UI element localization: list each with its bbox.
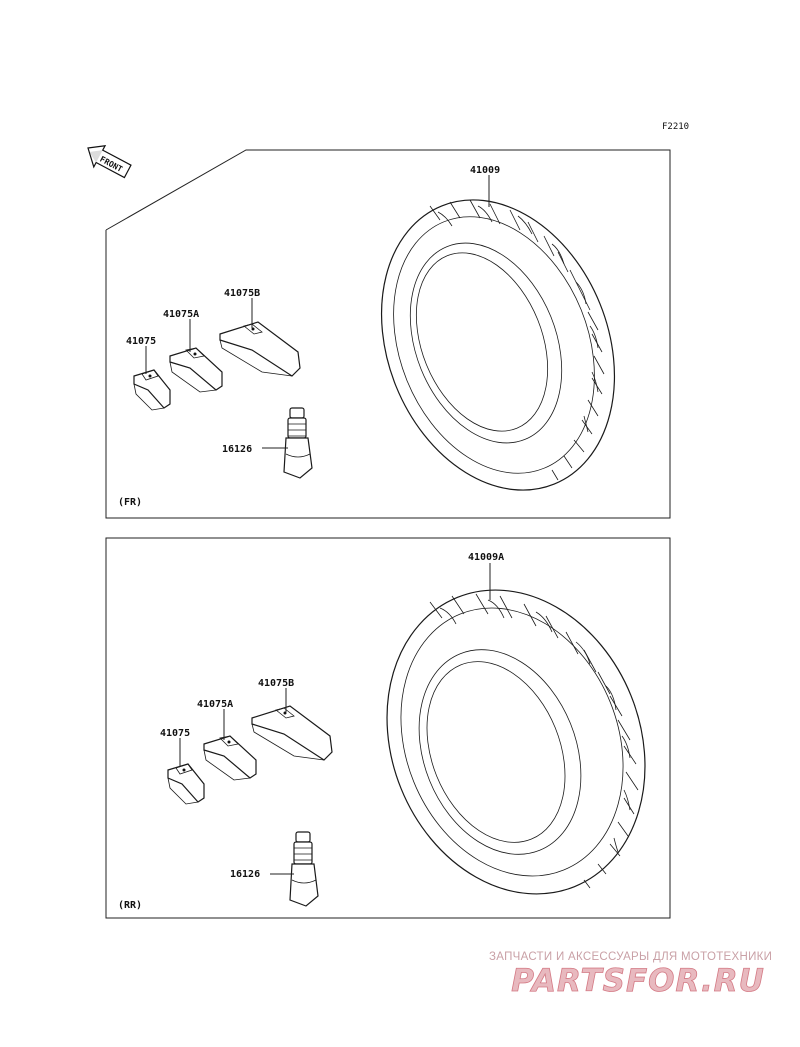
- front-weight-b-part-number: 41075B: [224, 288, 260, 299]
- front-tire: [380, 199, 616, 491]
- front-panel-tag: (FR): [118, 497, 142, 508]
- rear-tire-part-number: 41009A: [468, 552, 504, 563]
- rear-weight: [167, 763, 205, 805]
- rear-panel-tag: (RR): [118, 900, 142, 911]
- watermark-logo-text: PARTSFOR.RU: [511, 963, 765, 997]
- rear-weight-a-part-number: 41075A: [197, 699, 233, 710]
- rear-weight-part-number: 41075: [160, 728, 190, 739]
- rear-panel-frame: [105, 537, 671, 919]
- rear-tire-tread: [429, 593, 639, 889]
- watermark-logo: PARTSFOR.RU: [511, 963, 765, 997]
- front-weight-part-number: 41075: [126, 336, 156, 347]
- front-valve-part-number: 16126: [222, 444, 252, 455]
- watermark-tagline: ЗАПЧАСТИ И АКСЕССУАРЫ ДЛЯ МОТОТЕХНИКИ: [489, 951, 773, 963]
- rear-panel: 41009A 41075B 41075A 41075: [105, 537, 671, 919]
- front-weight-a-part-number: 41075A: [163, 309, 199, 320]
- front-weight-a: [169, 347, 223, 393]
- front-weight-b: [219, 321, 301, 377]
- front-arrow-icon: FRONT: [87, 144, 132, 179]
- front-weight: [133, 369, 171, 411]
- rear-valve-part-number: 16126: [230, 869, 260, 880]
- front-tire-tread: [429, 199, 605, 481]
- front-valve: [283, 407, 313, 479]
- rear-weight-b: [251, 705, 333, 761]
- rear-tire: [386, 589, 646, 895]
- rear-weight-b-part-number: 41075B: [258, 678, 294, 689]
- rear-valve: [289, 831, 319, 907]
- rear-weight-a: [203, 735, 257, 781]
- front-tire-part-number: 41009: [470, 165, 500, 176]
- front-panel-frame: [105, 149, 671, 519]
- front-panel: 41009 41075B 41075A 41075: [105, 149, 671, 519]
- figure-code: F2210: [662, 122, 689, 132]
